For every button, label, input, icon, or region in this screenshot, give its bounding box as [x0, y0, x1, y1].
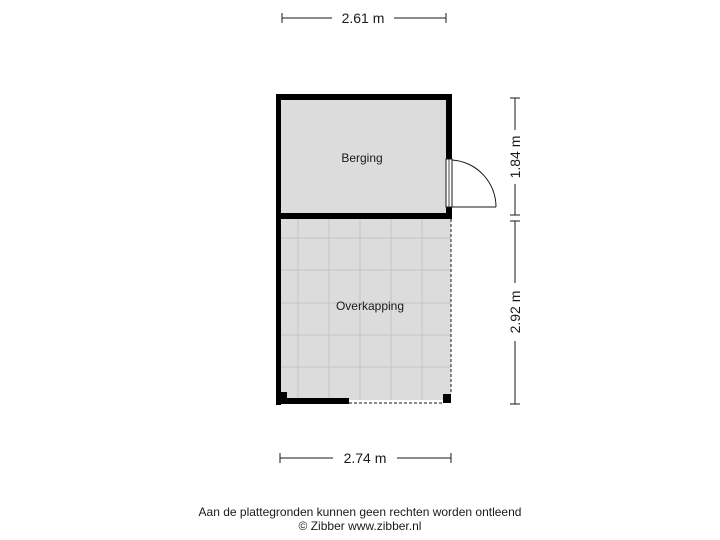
- wall-divider: [276, 213, 452, 219]
- wall-storage-right-upper: [446, 94, 452, 159]
- footer-disclaimer: Aan de plattegronden kunnen geen rechten…: [198, 505, 522, 519]
- room-storage: [281, 100, 446, 213]
- footer-copyright: © Zibber www.zibber.nl: [298, 519, 422, 533]
- dimension-bottom: 2.74 m: [279, 450, 452, 466]
- dimension-bottom-label: 2.74 m: [344, 450, 387, 466]
- room-canopy: [281, 219, 451, 400]
- canopy-floor: [281, 219, 451, 400]
- post-bottom-right: [443, 394, 451, 403]
- post-bottom-left: [281, 392, 287, 398]
- dimension-top-label: 2.61 m: [342, 10, 385, 26]
- walls: [276, 94, 452, 405]
- storage-floor: [281, 100, 446, 213]
- dimension-right-lower: 2.92 m: [507, 220, 523, 405]
- room-label-canopy: Overkapping: [336, 299, 404, 313]
- door: [445, 158, 497, 208]
- door-swing-arc: [451, 159, 497, 208]
- wall-bottom: [276, 398, 349, 404]
- room-label-storage: Berging: [341, 151, 382, 165]
- dimension-right-lower-label: 2.92 m: [507, 291, 523, 334]
- dimension-right-upper-label: 1.84 m: [507, 136, 523, 179]
- canopy-open-edges: [349, 219, 452, 404]
- dimension-right-upper: 1.84 m: [507, 97, 523, 216]
- wall-left: [276, 94, 281, 405]
- wall-top: [276, 94, 452, 100]
- dimension-top: 2.61 m: [281, 10, 447, 26]
- canopy-tile-grid: [281, 219, 451, 400]
